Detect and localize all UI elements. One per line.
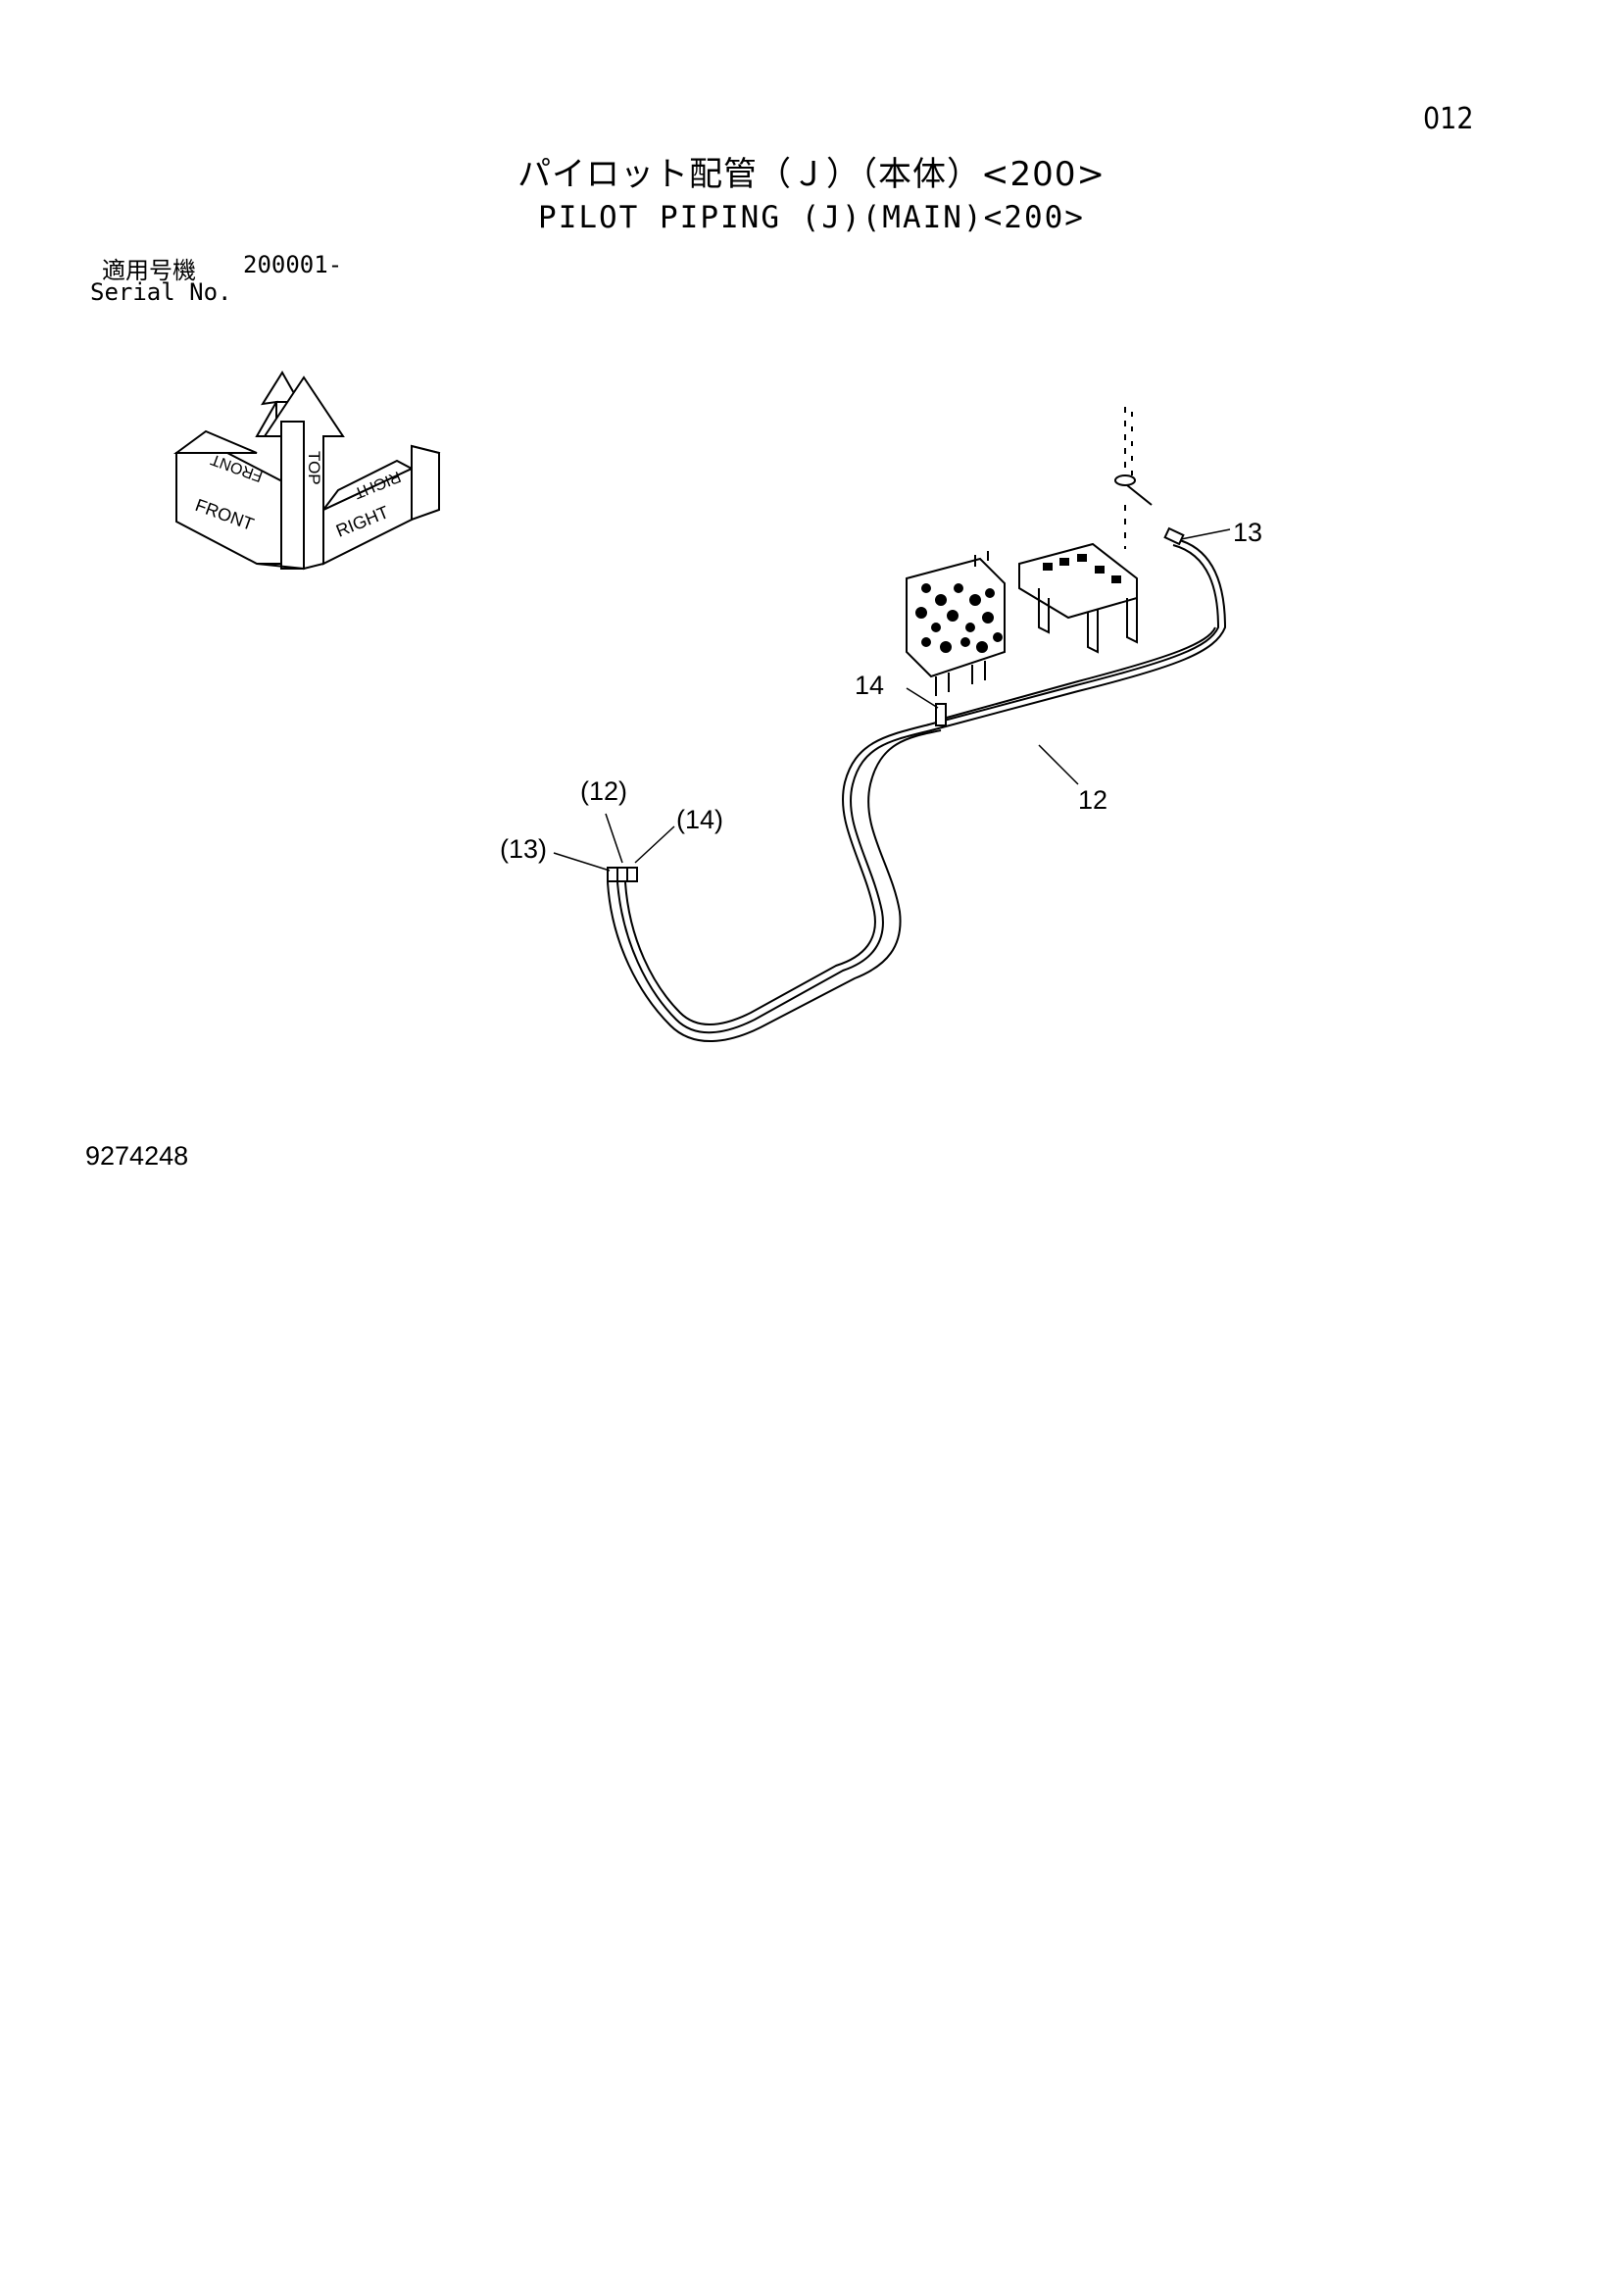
orientation-top-label: TOP (305, 451, 323, 485)
page-title-en: PILOT PIPING (J)(MAIN)<200> (538, 200, 1085, 235)
hose-fitting-valve (935, 703, 947, 726)
serial-value: 200001- (243, 251, 343, 278)
hose-fitting-top-right (1163, 526, 1185, 546)
serial-label-en: Serial No. (90, 278, 232, 306)
document-id: 9274248 (85, 1141, 189, 1171)
manifold-block (1018, 542, 1138, 654)
callout-leaders (553, 528, 1231, 872)
page-number: 012 (1423, 102, 1474, 136)
pilot-hose-bundle (607, 538, 1227, 1043)
hose-fitting-end-cluster (607, 867, 638, 882)
callout-14-paren: (14) (676, 805, 723, 834)
callout-12-paren: (12) (580, 776, 627, 806)
orientation-indicator (172, 371, 441, 571)
callout-13: 13 (1233, 518, 1262, 547)
callout-14: 14 (855, 671, 884, 700)
supply-pipe-dashed (1114, 407, 1153, 549)
page-title-jp: パイロット配管（Ｊ）（本体）<200> (517, 155, 1106, 194)
control-valve-block (906, 551, 1006, 696)
callout-12: 12 (1078, 785, 1107, 815)
serial-label-jp: 適用号機 (102, 257, 196, 284)
callout-13-paren: (13) (500, 834, 547, 864)
